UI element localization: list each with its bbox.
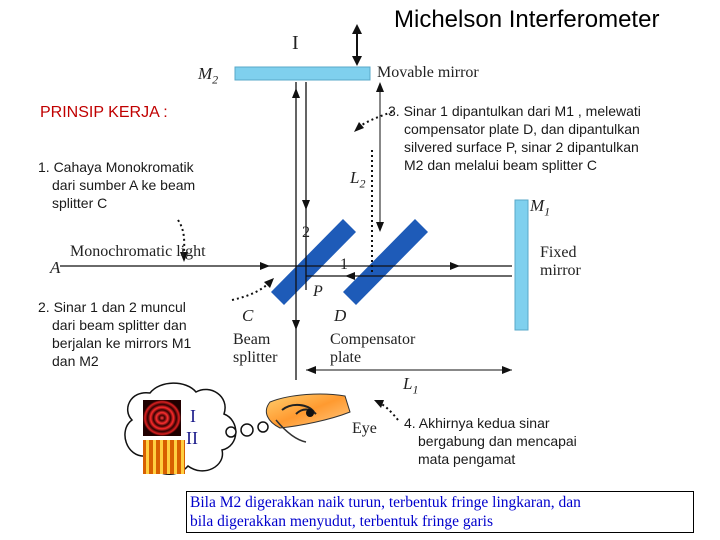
bottom-note-line2: bila digerakkan menyudut, terbentuk frin…	[190, 513, 494, 530]
step4-line2: bergabung dan mencapai	[418, 433, 577, 449]
fixed-mirror-m1	[514, 199, 529, 331]
step2-text: 2. Sinar 1 dan 2 muncul dari beam splitt…	[38, 298, 191, 370]
callout-step3	[357, 111, 393, 129]
label-movable-mirror: Movable mirror	[377, 64, 479, 81]
bottom-note-line1: Bila M2 digerakkan naik turun, terbentuk…	[190, 494, 581, 511]
step4-line1: 4. Akhirnya kedua sinar	[404, 415, 550, 431]
label-pattern-i: I	[190, 406, 196, 426]
label-source-a: A	[50, 258, 61, 277]
label-eye: Eye	[352, 420, 377, 437]
label-point-d: D	[334, 306, 347, 325]
stripe-lines	[146, 440, 184, 474]
straight-fringe-pattern	[143, 440, 185, 474]
label-point-c: C	[242, 306, 254, 325]
step2-line4: dan M2	[52, 353, 99, 369]
callout-step2	[231, 281, 271, 301]
compensator-plate	[343, 219, 428, 305]
step2-line3: berjalan ke mirrors M1	[52, 335, 192, 351]
step3-line1: 3. Sinar 1 dipantulkan dari M1 , melewat…	[388, 103, 641, 119]
label-roman-i-top: I	[292, 32, 299, 54]
plate-line: plate	[330, 349, 362, 366]
step4-line3: mata pengamat	[418, 451, 516, 467]
step1-line2: dari sumber A ke beam	[52, 177, 196, 193]
label-l2: L2	[350, 168, 366, 191]
bottom-note: Bila M2 digerakkan naik turun, terbentuk…	[186, 491, 694, 533]
label-ray-1: 1	[340, 256, 348, 273]
circular-fringe-pattern	[143, 400, 181, 436]
label-ray-2: 2	[302, 224, 310, 241]
step1-line3: splitter C	[52, 195, 108, 211]
label-point-p: P	[313, 283, 323, 300]
step4-text: 4. Akhirnya kedua sinar bergabung dan me…	[404, 414, 577, 468]
label-m2: M2	[198, 64, 219, 87]
fixed-mirror-line2: mirror	[540, 262, 581, 279]
label-pattern-ii: II	[186, 428, 198, 448]
beam-splitter	[271, 219, 356, 305]
step3-line3: silvered surface P, sinar 2 dipantulkan	[404, 139, 639, 155]
compensator-line: Compensator	[330, 331, 416, 348]
step1-text: 1. Cahaya Monokromatik dari sumber A ke …	[38, 158, 195, 212]
fixed-mirror-line1: Fixed	[540, 244, 577, 261]
principle-heading: PRINSIP KERJA :	[40, 104, 168, 121]
step3-text: 3. Sinar 1 dipantulkan dari M1 , melewat…	[388, 102, 641, 174]
step3-line4: M2 dan melalui beam splitter C	[404, 157, 597, 173]
label-l1: L1	[403, 374, 419, 397]
step2-line2: dari beam splitter dan	[52, 317, 187, 333]
beam-line: Beam	[233, 331, 271, 348]
label-monochromatic-light: Monochromatic light	[70, 243, 206, 260]
label-fixed-mirror: Fixed mirror	[540, 244, 581, 280]
step3-line2: compensator plate D, dan dipantulkan	[404, 121, 640, 137]
splitter-line: splitter	[233, 349, 278, 366]
label-m1: M1	[530, 196, 551, 219]
step1-line1: 1. Cahaya Monokromatik	[38, 159, 194, 175]
diagram-title: Michelson Interferometer	[394, 6, 660, 33]
movable-mirror-m2	[234, 66, 371, 81]
eye-illustration	[265, 393, 351, 443]
label-compensator-plate: Compensator plate	[330, 331, 415, 367]
step2-line1: 2. Sinar 1 dan 2 muncul	[38, 299, 186, 315]
label-beam-splitter: Beam splitter	[233, 331, 277, 367]
